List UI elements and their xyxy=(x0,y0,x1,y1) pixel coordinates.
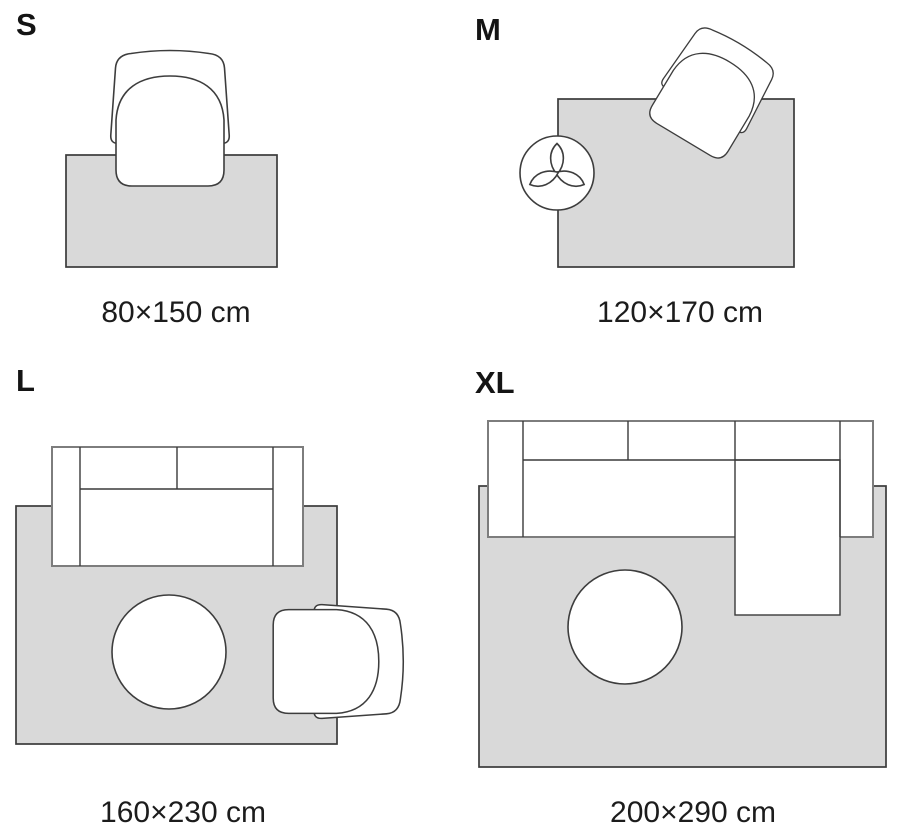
size-panel-m: M 120×170 cm xyxy=(450,0,900,360)
rug-scene-l xyxy=(15,446,405,745)
dimension-label: 120×170 cm xyxy=(597,296,763,329)
plant-icon xyxy=(519,135,595,211)
coffee-table-icon xyxy=(567,569,683,685)
rug-scene-s xyxy=(65,49,278,268)
armchair-icon xyxy=(109,49,231,187)
coffee-table-icon xyxy=(111,594,227,710)
dimension-label: 160×230 cm xyxy=(100,796,266,829)
size-panel-xl: XL 200×290 cm xyxy=(450,360,900,840)
rug-scene-m xyxy=(519,18,795,268)
size-letter: L xyxy=(16,363,35,398)
rug-scene-xl xyxy=(478,420,887,768)
size-letter: S xyxy=(16,7,37,42)
armchair-icon xyxy=(272,603,405,720)
dimension-label: 80×150 cm xyxy=(101,296,251,329)
size-letter: M xyxy=(475,12,501,47)
size-letter: XL xyxy=(475,365,515,400)
sectional-sofa-icon xyxy=(487,420,874,616)
size-panel-s: S 80×150 cm xyxy=(0,0,450,360)
chaise-section xyxy=(734,459,841,616)
size-panel-l: L 160×230 cm xyxy=(0,360,450,840)
sofa-icon xyxy=(51,446,304,567)
dimension-label: 200×290 cm xyxy=(610,796,776,829)
